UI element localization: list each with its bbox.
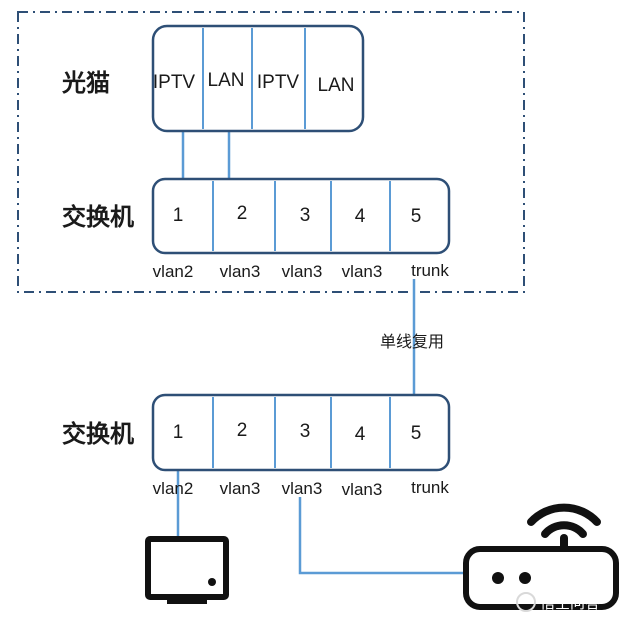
vlan-label: vlan2 bbox=[153, 479, 194, 498]
modem-port-label: LAN bbox=[208, 70, 245, 91]
switch-top-label: 交换机 bbox=[62, 203, 134, 231]
switch-port-number: 3 bbox=[300, 421, 311, 442]
switch-bottom: 交换机 1 2 3 4 5 vlan2 vlan3 vlan3 vlan3 tr… bbox=[62, 393, 451, 499]
vlan-label: vlan3 bbox=[342, 262, 383, 281]
vlan-label: trunk bbox=[411, 261, 449, 280]
watermark: 悟空问答 bbox=[516, 592, 600, 612]
switch-port-number: 5 bbox=[411, 206, 422, 227]
modem-port-label: IPTV bbox=[257, 72, 300, 93]
switch-port-number: 5 bbox=[411, 423, 422, 444]
switch-top-box bbox=[151, 177, 451, 255]
wifi-router-icon bbox=[463, 503, 619, 610]
modem-port-label: LAN bbox=[318, 75, 355, 96]
wire-port3-to-router bbox=[298, 497, 466, 575]
modem-box bbox=[151, 24, 365, 133]
vlan-label: vlan3 bbox=[342, 480, 383, 499]
home-network-boundary bbox=[17, 11, 525, 293]
modem-label: 光猫 bbox=[61, 69, 110, 97]
vlan-label: vlan2 bbox=[153, 262, 194, 281]
modem-port-label: IPTV bbox=[153, 72, 196, 93]
vlan-label: trunk bbox=[411, 478, 449, 497]
single-line-multiplex-note: 单线复用 bbox=[380, 332, 444, 351]
switch-bottom-box bbox=[151, 393, 451, 472]
switch-port-number: 2 bbox=[237, 203, 248, 224]
watermark-text: 悟空问答 bbox=[540, 594, 600, 612]
switch-port-number: 4 bbox=[355, 206, 366, 227]
vlan-label: vlan3 bbox=[282, 262, 323, 281]
tv-icon bbox=[145, 536, 229, 604]
switch-bottom-label: 交换机 bbox=[62, 420, 134, 448]
switch-port-number: 4 bbox=[355, 424, 366, 445]
switch-port-number: 1 bbox=[173, 205, 184, 226]
switch-port-number: 3 bbox=[300, 205, 311, 226]
vlan-label: vlan3 bbox=[220, 479, 261, 498]
optical-modem: 光猫 IPTV LAN IPTV LAN bbox=[61, 24, 365, 133]
switch-port-number: 1 bbox=[173, 422, 184, 443]
switch-port-number: 2 bbox=[237, 420, 248, 441]
vlan-label: vlan3 bbox=[282, 479, 323, 498]
switch-top: 交换机 1 2 3 4 5 vlan2 vlan3 vlan3 vlan3 tr… bbox=[62, 177, 451, 281]
vlan-label: vlan3 bbox=[220, 262, 261, 281]
